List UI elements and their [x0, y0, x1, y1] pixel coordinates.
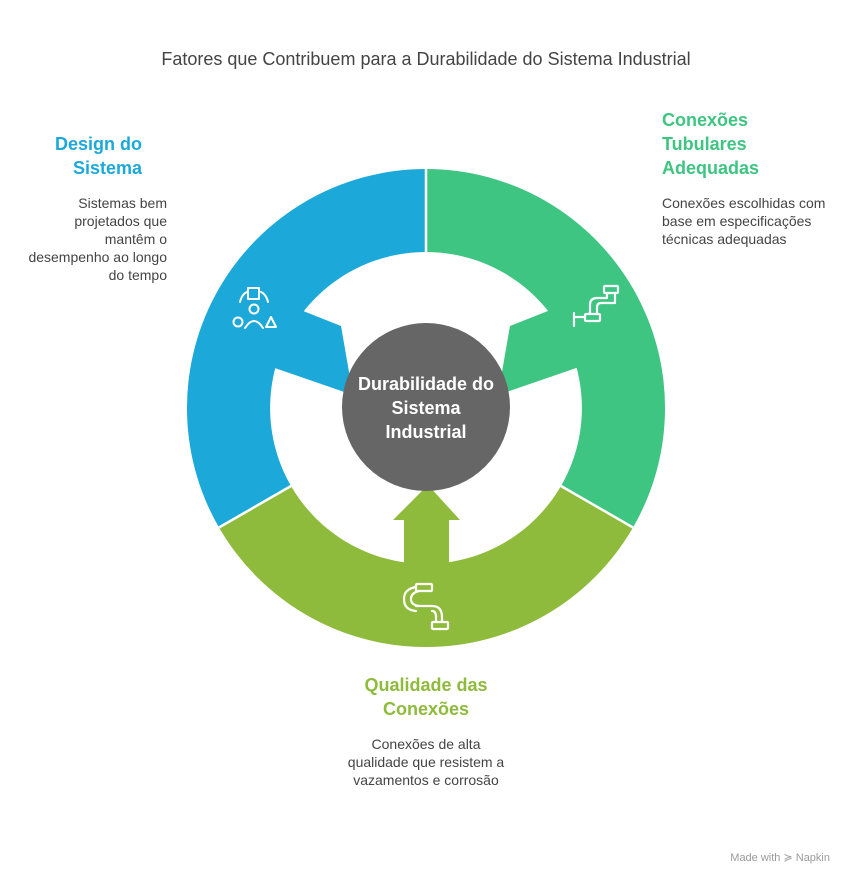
qualidade-title: Qualidade das Conexões: [364, 675, 488, 719]
napkin-credit[interactable]: Made with ≽ Napkin: [730, 852, 830, 864]
arrow-tubulares: [498, 305, 582, 395]
center-circle: [342, 323, 510, 491]
pipe-fittings-icon: [402, 582, 450, 631]
segment-qualidade: [219, 486, 633, 648]
design-description: Sistemas bem projetados que mantêm o des…: [28, 195, 167, 283]
segment-design: [186, 169, 426, 528]
center-label: Durabilidade do Sistema Industrial: [357, 374, 494, 442]
page-title: Fatores que Contribuem para a Durabilida…: [161, 49, 691, 69]
tubulares-description: Conexões escolhidas com base em especifi…: [662, 195, 826, 247]
tubulares-title: Conexões Tubulares Adequadas: [662, 110, 760, 178]
arrow-design: [269, 305, 353, 395]
segment-dividers: [218, 169, 634, 529]
people-shapes-icon: [232, 287, 277, 329]
segment-tubulares: [426, 169, 666, 528]
qualidade-description: Conexões de alta qualidade que resistem …: [347, 736, 505, 788]
pipe-elbow-icon: [572, 284, 620, 328]
design-title: Design do Sistema: [54, 134, 142, 178]
arrow-qualidade: [393, 485, 460, 565]
